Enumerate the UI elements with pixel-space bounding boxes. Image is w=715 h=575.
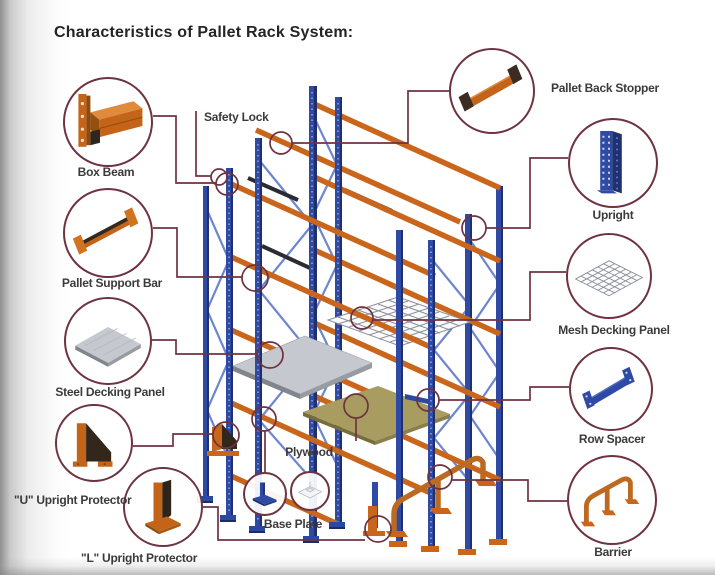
marker-pallet-support-bar <box>241 264 269 292</box>
rack-plywood-panel <box>303 386 450 445</box>
l-upright-protector-label: "L" Upright Protector <box>81 551 198 565</box>
base-plate-icon <box>252 482 277 507</box>
base-plate-bubble <box>243 472 287 516</box>
u-protector-icon <box>72 423 113 467</box>
row-spacer-icon <box>582 366 635 409</box>
connector-box-beam <box>153 115 216 184</box>
connector-barrier <box>452 479 567 502</box>
l-protector-bubble <box>123 467 203 547</box>
back-stopper-icon <box>458 64 523 112</box>
plywood-label: Plywood <box>285 445 333 459</box>
callout-markers <box>210 131 487 543</box>
marker-l-protector <box>364 515 392 543</box>
marker-safety-lock <box>210 168 228 186</box>
rack-u-protector <box>207 424 239 456</box>
connector-row-spacer <box>439 386 569 401</box>
connector-u-protector <box>133 433 213 447</box>
l-protector-icon <box>145 479 181 535</box>
pallet-support-bar-label: Pallet Support Bar <box>61 276 163 290</box>
marker-upright <box>461 215 487 241</box>
callout-connectors <box>133 90 569 541</box>
base-plate-drawing-bubble <box>290 471 330 511</box>
barrier-label: Barrier <box>594 545 632 559</box>
rack-barrier <box>386 455 497 537</box>
rack-steel-panel <box>232 335 373 399</box>
connector-pallet-support-bar <box>153 227 242 278</box>
steel-decking-bubble <box>64 297 152 385</box>
pallet-support-bar-bubble <box>63 188 153 278</box>
steel-decking-panel-label: Steel Decking Panel <box>55 385 165 399</box>
u-upright-protector-label: "U" Upright Protector <box>14 493 132 507</box>
marker-u-protector <box>212 421 240 449</box>
marker-plywood <box>343 393 369 419</box>
box-beam-icon <box>78 94 143 147</box>
connector-upright <box>486 157 568 229</box>
row-spacer-bubble <box>569 347 653 431</box>
marker-row-spacer <box>416 388 440 412</box>
mesh-decking-bubble <box>566 233 652 319</box>
base-plate-label: Base Plate <box>263 517 323 531</box>
mesh-decking-icon <box>574 260 644 297</box>
marker-box-beam <box>215 172 239 196</box>
connector-back-stopper <box>292 90 449 144</box>
marker-steel-decking <box>256 341 284 369</box>
marker-base-plate <box>251 406 277 432</box>
safety-lock-label: Safety Lock <box>204 110 269 124</box>
barrier-bubble <box>567 455 657 545</box>
back-stopper-bubble <box>449 48 535 134</box>
box-beam-bubble <box>63 77 153 167</box>
rack-illustration <box>197 86 507 555</box>
barrier-icon <box>580 476 640 527</box>
connector-mesh <box>373 271 566 321</box>
upright-bubble <box>568 118 658 208</box>
box-beam-label: Box Beam <box>77 165 135 179</box>
pallet-support-bar-icon <box>72 207 139 255</box>
base-plate-drawing-icon <box>297 482 323 499</box>
marker-mesh <box>350 306 374 330</box>
row-spacer-label: Row Spacer <box>578 432 646 446</box>
connector-steel-decking <box>152 339 257 355</box>
mesh-decking-panel-label: Mesh Decking Panel <box>558 323 670 337</box>
upright-label: Upright <box>592 208 634 222</box>
page-title: Characteristics of Pallet Rack System: <box>54 24 354 41</box>
connector-safety-lock <box>195 126 211 177</box>
steel-decking-icon <box>75 326 141 367</box>
pallet-back-stopper-label: Pallet Back Stopper <box>551 81 659 95</box>
u-protector-bubble <box>55 404 133 482</box>
connector-l-protector <box>203 506 365 541</box>
marker-back-stopper <box>269 131 293 155</box>
marker-barrier <box>427 464 453 490</box>
upright-icon <box>597 131 622 194</box>
rack-l-protector <box>363 482 385 536</box>
